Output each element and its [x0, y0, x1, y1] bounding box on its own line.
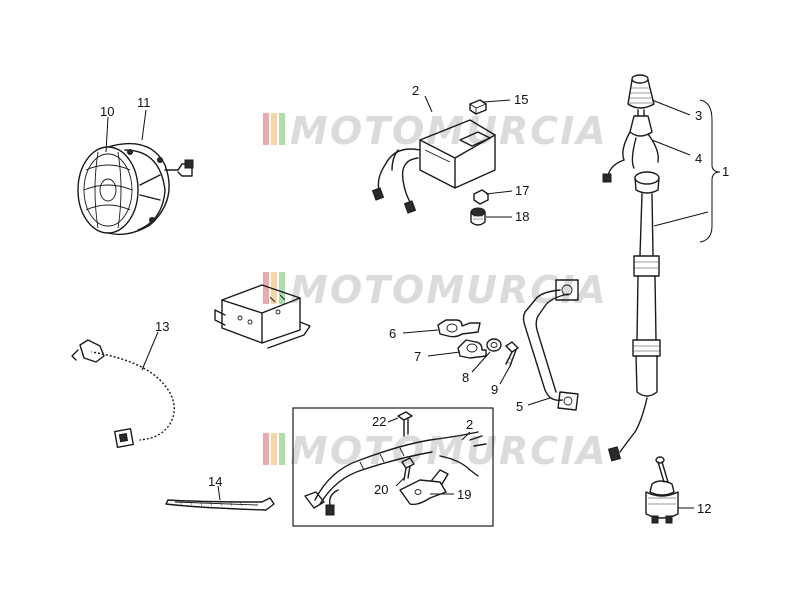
- label-4: 4: [695, 151, 702, 166]
- bracket-19: [399, 469, 449, 506]
- clamp-6: [437, 319, 481, 338]
- clamp-7: [457, 339, 487, 359]
- watermark-top: MOTOMURCIA: [263, 109, 608, 153]
- label-2-box: 2: [466, 417, 473, 432]
- regulator-box: [214, 284, 311, 349]
- label-20: 20: [374, 482, 388, 497]
- headlight-lens: [77, 146, 139, 234]
- watermark-text: MOTOMURCIA: [290, 268, 608, 312]
- label-5: 5: [516, 399, 523, 414]
- label-15: 15: [514, 92, 528, 107]
- assembly-frame: [292, 407, 494, 527]
- watermark-text: MOTOMURCIA: [290, 429, 608, 473]
- watermark-text: MOTOMURCIA: [290, 109, 608, 153]
- lamp-cap-3: [627, 74, 655, 109]
- label-1: 1: [722, 164, 729, 179]
- screw-9: [505, 341, 519, 367]
- washer-8: [486, 338, 502, 352]
- cdi-unit-top: [371, 119, 496, 214]
- label-17: 17: [515, 183, 529, 198]
- spacer-17: [473, 189, 489, 205]
- antenna-pole: [607, 171, 661, 462]
- watermark-middle: MOTOMURCIA: [263, 268, 608, 312]
- rubber-grommet-15: [469, 99, 487, 115]
- label-11: 11: [137, 95, 151, 110]
- screw-22: [397, 411, 413, 437]
- bracket-5: [522, 279, 579, 411]
- headlight-housing: [107, 142, 194, 236]
- wiring-harness-2: [304, 431, 487, 516]
- label-3: 3: [695, 108, 702, 123]
- label-10: 10: [100, 104, 114, 119]
- label-7: 7: [414, 349, 421, 364]
- watermark-bottom: MOTOMURCIA: [263, 429, 608, 473]
- cable-13: [71, 339, 177, 448]
- lamp-holder-4: [602, 109, 659, 183]
- grommet-18: [470, 207, 486, 226]
- label-19: 19: [457, 487, 471, 502]
- label-9: 9: [491, 382, 498, 397]
- label-12: 12: [697, 501, 711, 516]
- label-22: 22: [372, 414, 386, 429]
- label-2-top: 2: [412, 83, 419, 98]
- toggle-switch-12: [645, 456, 679, 524]
- screw-20: [401, 457, 415, 481]
- label-8: 8: [462, 370, 469, 385]
- label-14: 14: [208, 474, 222, 489]
- label-13: 13: [155, 319, 169, 334]
- label-18: 18: [515, 209, 529, 224]
- strap-14: [165, 497, 275, 511]
- label-6: 6: [389, 326, 396, 341]
